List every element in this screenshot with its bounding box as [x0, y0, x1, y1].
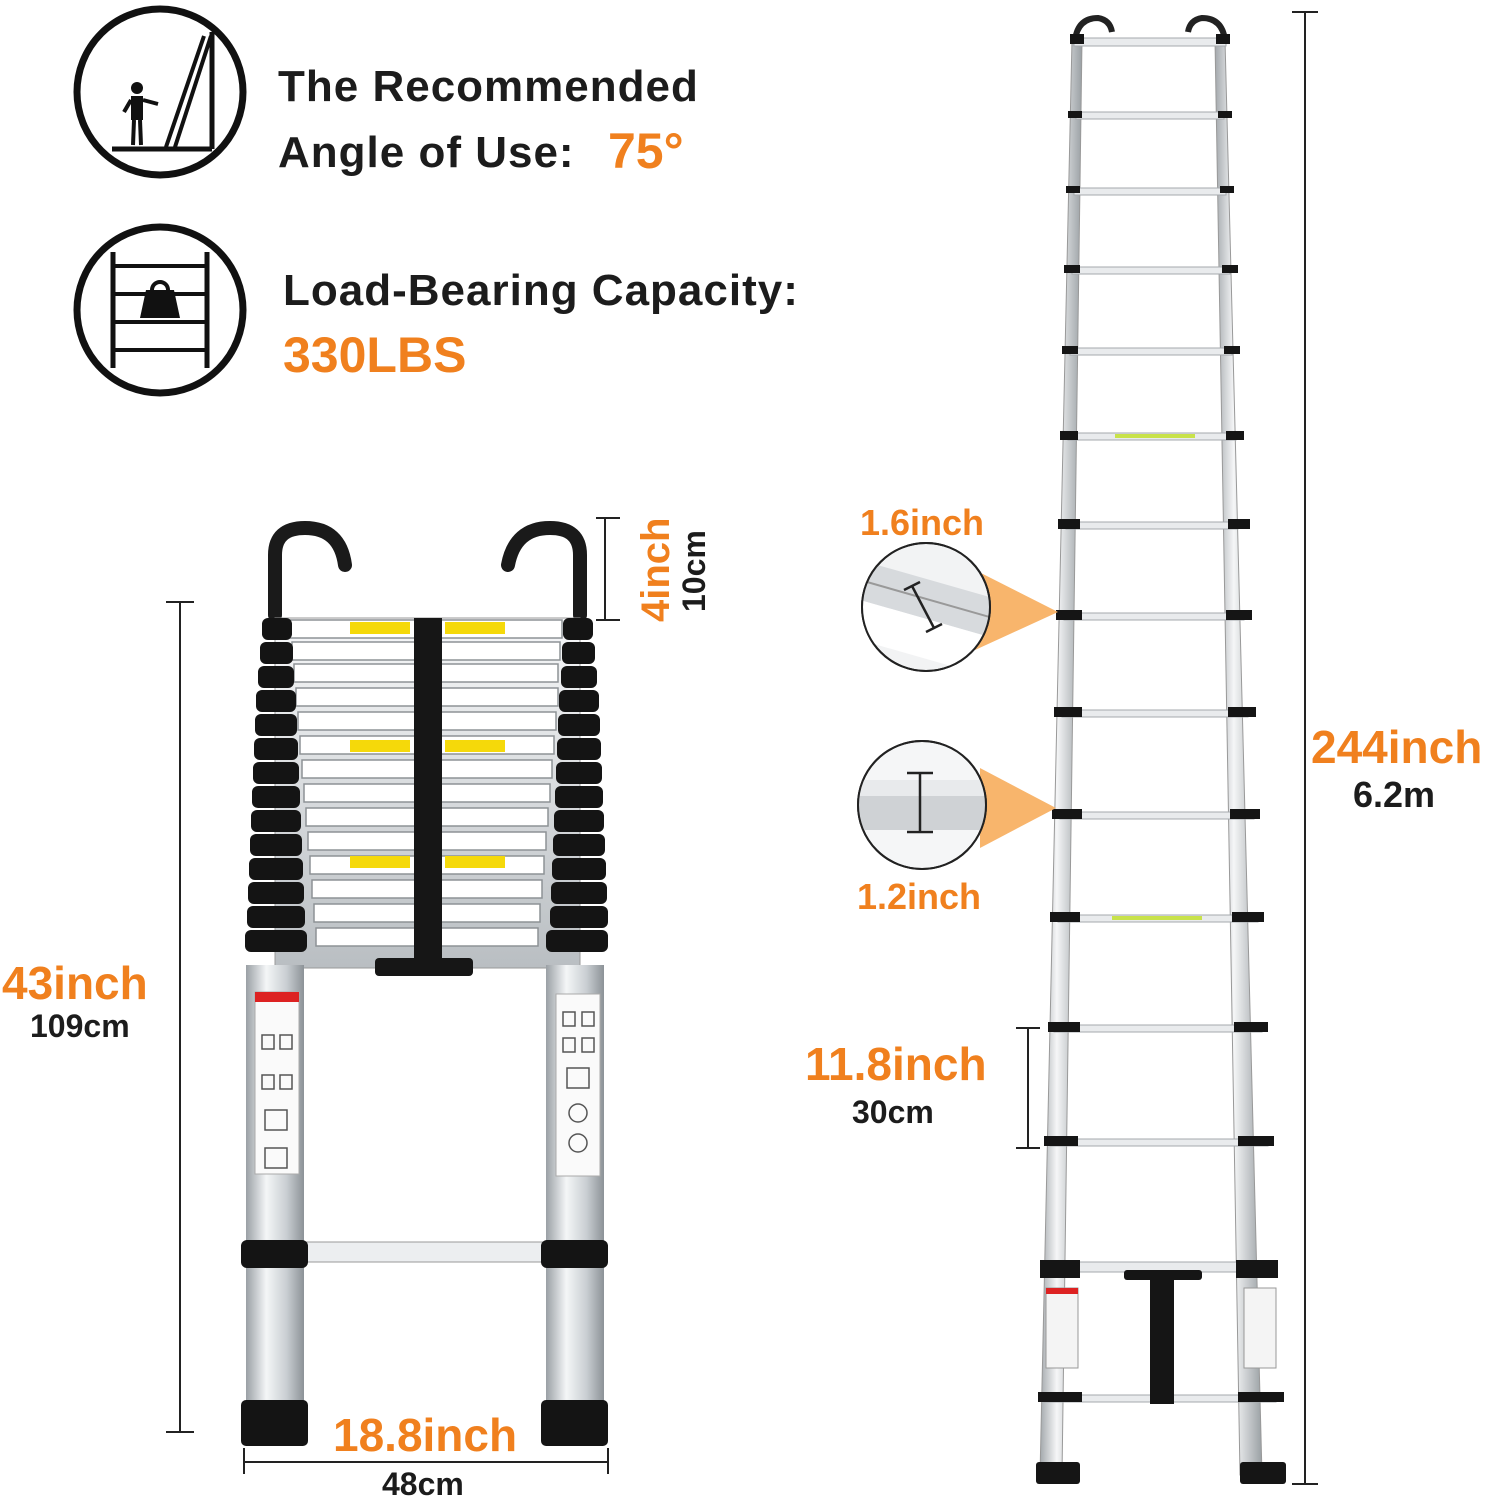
rung-spacing-cm: 30cm [852, 1094, 934, 1130]
extended-left-rail [1039, 39, 1083, 1476]
angle-title-line1: The Recommended [278, 62, 699, 111]
extended-right-rail [1214, 39, 1263, 1476]
rung-height-label: 1.2inch [857, 876, 982, 917]
extended-dimension-lines [1016, 11, 1318, 1485]
total-height-m: 6.2m [1353, 774, 1436, 815]
angle-value: 75° [608, 123, 684, 179]
left-foot [241, 1400, 308, 1446]
right-hook [501, 520, 587, 622]
weight-on-ladder-icon [73, 223, 247, 397]
ladder-angle-icon [73, 5, 247, 179]
retracted-tubes [246, 965, 604, 1405]
left-collar-stack [245, 618, 307, 952]
retracted-height-inch: 43inch [2, 957, 148, 1009]
rung-height-callout [857, 740, 1056, 870]
rung-depth-label: 1.6inch [860, 502, 985, 543]
angle-title-line2: Angle of Use: [278, 128, 575, 177]
right-collar-stack [546, 618, 608, 952]
load-value: 330LBS [283, 327, 467, 383]
right-foot [541, 1400, 608, 1446]
total-height-inch: 244inch [1311, 721, 1483, 773]
left-hook [268, 520, 352, 622]
extended-rungs [1036, 34, 1286, 1484]
retracted-width-inch: 18.8inch [333, 1409, 518, 1461]
collapsed-rungs [274, 617, 581, 976]
retracted-height-cm: 109cm [30, 1008, 130, 1044]
rung-depth-callout [861, 542, 1058, 672]
rung-spacing-inch: 11.8inch [805, 1038, 987, 1090]
load-title: Load-Bearing Capacity: [283, 266, 799, 315]
retracted-width-cm: 48cm [382, 1466, 464, 1502]
retracted-dimension-lines [166, 517, 620, 1474]
